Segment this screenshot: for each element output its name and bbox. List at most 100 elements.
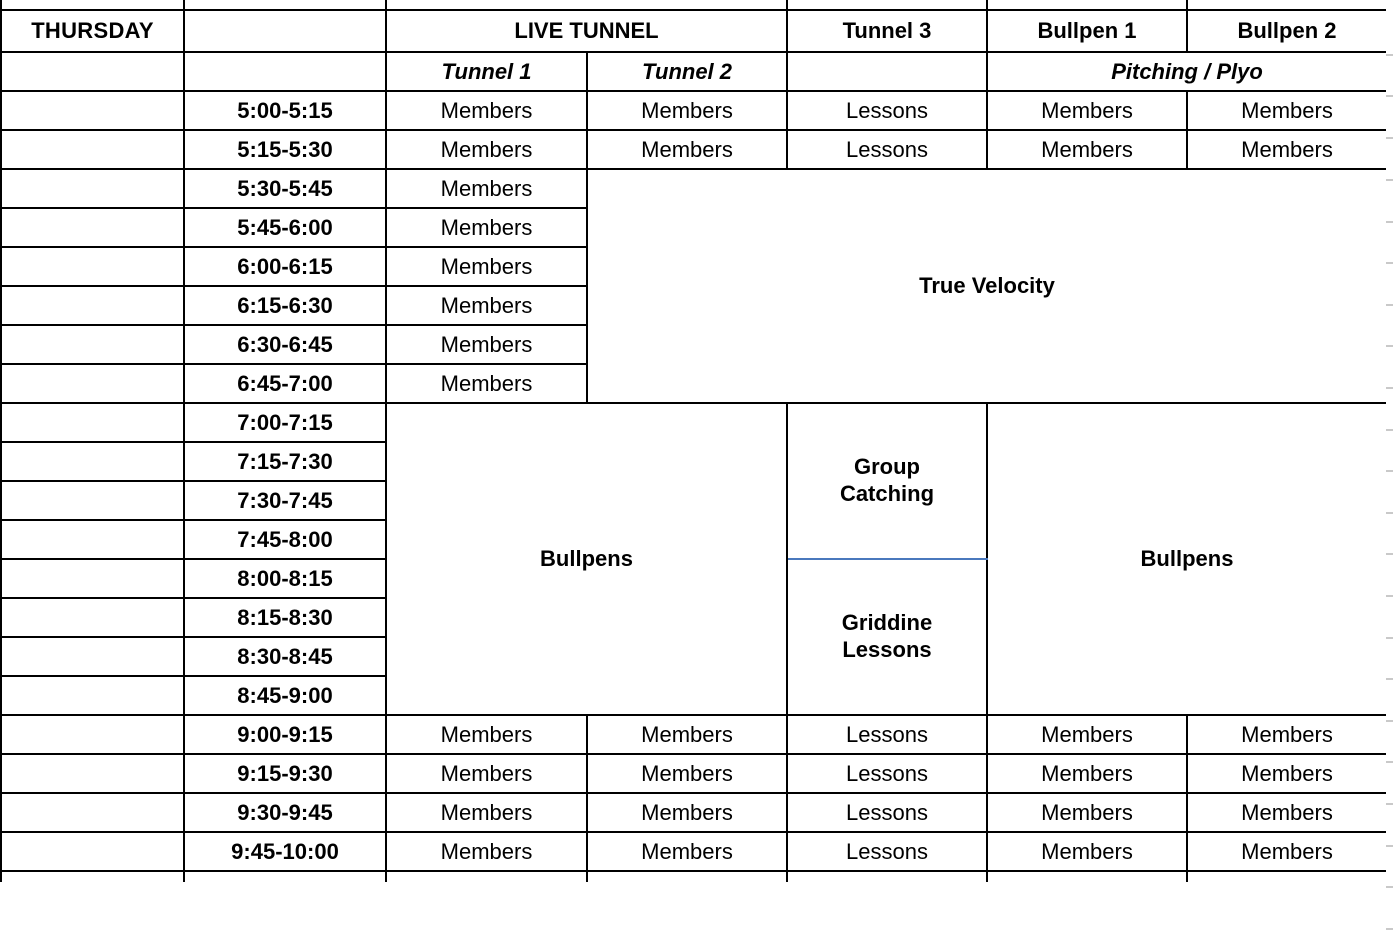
time-slot[interactable]: 9:00-9:15 <box>183 714 387 755</box>
column-header-tunnel-3[interactable]: Tunnel 3 <box>786 9 988 53</box>
cell-tunnel-1[interactable]: Members <box>385 90 588 131</box>
time-slot[interactable]: 5:15-5:30 <box>183 129 387 170</box>
time-slot[interactable]: 6:45-7:00 <box>183 363 387 404</box>
cell-empty[interactable] <box>0 207 185 248</box>
event-block-griddine-lessons[interactable]: Griddine Lessons <box>786 558 988 716</box>
event-block-bullpens-right[interactable]: Bullpens <box>986 402 1388 716</box>
time-slot[interactable]: 8:45-9:00 <box>183 675 387 716</box>
cell-tunnel-2[interactable]: Members <box>586 129 788 170</box>
cell-empty[interactable] <box>0 753 185 794</box>
cell-tunnel-1[interactable]: Members <box>385 129 588 170</box>
time-slot[interactable]: 9:30-9:45 <box>183 792 387 833</box>
cell-tunnel-1[interactable]: Members <box>385 831 588 872</box>
cell-tunnel-3[interactable]: Lessons <box>786 831 988 872</box>
cell-empty[interactable] <box>1186 0 1388 11</box>
time-slot[interactable]: 6:15-6:30 <box>183 285 387 326</box>
cell-bullpen-2[interactable]: Members <box>1186 714 1388 755</box>
time-slot[interactable]: 9:45-10:00 <box>183 831 387 872</box>
cell-empty[interactable] <box>0 402 185 443</box>
cell-bullpen-2[interactable]: Members <box>1186 831 1388 872</box>
time-slot[interactable]: 8:15-8:30 <box>183 597 387 638</box>
cell-empty[interactable] <box>786 0 988 11</box>
cell-tunnel-2[interactable]: Members <box>586 714 788 755</box>
time-slot[interactable]: 5:30-5:45 <box>183 168 387 209</box>
time-slot[interactable]: 6:00-6:15 <box>183 246 387 287</box>
cell-empty[interactable] <box>0 246 185 287</box>
cell-tunnel-1[interactable]: Members <box>385 363 588 404</box>
cell-bullpen-1[interactable]: Members <box>986 831 1188 872</box>
cell-tunnel-2[interactable]: Members <box>586 90 788 131</box>
time-column-header[interactable] <box>183 9 387 53</box>
sub-header-tunnel-1[interactable]: Tunnel 1 <box>385 51 588 92</box>
time-slot[interactable]: 8:30-8:45 <box>183 636 387 677</box>
cell-empty[interactable] <box>0 0 185 11</box>
cell-empty[interactable] <box>0 480 185 521</box>
event-block-group-catching[interactable]: Group Catching <box>786 402 988 560</box>
time-slot[interactable]: 7:30-7:45 <box>183 480 387 521</box>
cell-tunnel-1[interactable]: Members <box>385 792 588 833</box>
cell-empty[interactable] <box>0 285 185 326</box>
cell-empty[interactable] <box>786 870 988 882</box>
cell-tunnel-1[interactable]: Members <box>385 168 588 209</box>
cell-bullpen-1[interactable]: Members <box>986 90 1188 131</box>
cell-empty[interactable] <box>0 168 185 209</box>
cell-tunnel-3[interactable]: Lessons <box>786 753 988 794</box>
cell-empty[interactable] <box>385 0 788 11</box>
cell-bullpen-2[interactable]: Members <box>1186 753 1388 794</box>
cell-tunnel-2[interactable]: Members <box>586 792 788 833</box>
cell-tunnel-3[interactable]: Lessons <box>786 129 988 170</box>
cell-empty[interactable] <box>183 870 387 882</box>
cell-empty[interactable] <box>183 51 387 92</box>
cell-empty[interactable] <box>0 90 185 131</box>
time-slot[interactable]: 7:15-7:30 <box>183 441 387 482</box>
cell-bullpen-1[interactable]: Members <box>986 129 1188 170</box>
cell-bullpen-1[interactable]: Members <box>986 792 1188 833</box>
cell-empty[interactable] <box>0 129 185 170</box>
cell-tunnel-2[interactable]: Members <box>586 753 788 794</box>
column-header-bullpen-1[interactable]: Bullpen 1 <box>986 9 1188 53</box>
event-block-bullpens-left[interactable]: Bullpens <box>385 402 788 716</box>
cell-empty[interactable] <box>586 870 788 882</box>
cell-empty[interactable] <box>0 558 185 599</box>
cell-empty[interactable] <box>0 831 185 872</box>
cell-empty[interactable] <box>0 363 185 404</box>
sub-header-tunnel-3-blank[interactable] <box>786 51 988 92</box>
cell-empty[interactable] <box>0 636 185 677</box>
cell-tunnel-2[interactable]: Members <box>586 831 788 872</box>
cell-bullpen-2[interactable]: Members <box>1186 90 1388 131</box>
cell-empty[interactable] <box>0 870 185 882</box>
cell-bullpen-2[interactable]: Members <box>1186 792 1388 833</box>
cell-tunnel-3[interactable]: Lessons <box>786 90 988 131</box>
event-block-true-velocity[interactable]: True Velocity <box>586 168 1388 404</box>
time-slot[interactable]: 9:15-9:30 <box>183 753 387 794</box>
time-slot[interactable]: 7:00-7:15 <box>183 402 387 443</box>
cell-empty[interactable] <box>183 0 387 11</box>
sub-header-pitching-plyo[interactable]: Pitching / Plyo <box>986 51 1388 92</box>
column-header-bullpen-2[interactable]: Bullpen 2 <box>1186 9 1388 53</box>
cell-bullpen-1[interactable]: Members <box>986 714 1188 755</box>
cell-tunnel-1[interactable]: Members <box>385 324 588 365</box>
sub-header-tunnel-2[interactable]: Tunnel 2 <box>586 51 788 92</box>
time-slot[interactable]: 7:45-8:00 <box>183 519 387 560</box>
cell-empty[interactable] <box>986 0 1188 11</box>
cell-tunnel-3[interactable]: Lessons <box>786 792 988 833</box>
cell-bullpen-2[interactable]: Members <box>1186 129 1388 170</box>
cell-empty[interactable] <box>0 51 185 92</box>
cell-empty[interactable] <box>0 675 185 716</box>
cell-empty[interactable] <box>986 870 1188 882</box>
cell-tunnel-3[interactable]: Lessons <box>786 714 988 755</box>
time-slot[interactable]: 5:00-5:15 <box>183 90 387 131</box>
cell-tunnel-1[interactable]: Members <box>385 285 588 326</box>
cell-empty[interactable] <box>385 870 588 882</box>
time-slot[interactable]: 6:30-6:45 <box>183 324 387 365</box>
day-label-thursday[interactable]: THURSDAY <box>0 9 185 53</box>
cell-empty[interactable] <box>1186 870 1388 882</box>
cell-bullpen-1[interactable]: Members <box>986 753 1188 794</box>
cell-tunnel-1[interactable]: Members <box>385 753 588 794</box>
cell-empty[interactable] <box>0 597 185 638</box>
cell-empty[interactable] <box>0 441 185 482</box>
cell-empty[interactable] <box>0 792 185 833</box>
cell-tunnel-1[interactable]: Members <box>385 714 588 755</box>
thursday-schedule-table[interactable]: THURSDAY LIVE TUNNEL Tunnel 3 Bullpen 1 … <box>0 0 1388 882</box>
time-slot[interactable]: 5:45-6:00 <box>183 207 387 248</box>
